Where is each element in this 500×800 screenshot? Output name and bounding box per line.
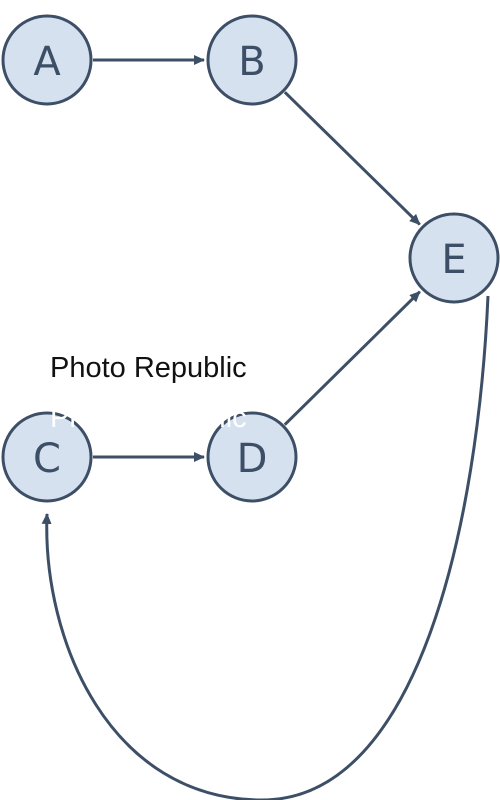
node-label: A (33, 39, 61, 85)
node-circle (206, 411, 298, 503)
node-c: C (1, 411, 93, 503)
node-label: D (237, 436, 268, 482)
watermark-text-light: Photo Republic (50, 402, 247, 434)
watermark-text: Photo Republic (50, 352, 247, 384)
node-circle (1, 14, 93, 106)
node-circle (408, 212, 500, 304)
node-b: B (206, 14, 298, 106)
edge-e-to-c (41, 295, 490, 800)
node-a: A (1, 14, 93, 106)
node-d: D (206, 411, 298, 503)
edges-layer (41, 55, 490, 800)
node-label: C (33, 436, 61, 482)
node-e: E (408, 212, 500, 304)
edge-d-to-e (283, 290, 421, 426)
edge-b-to-e (283, 91, 421, 226)
node-label: B (238, 39, 265, 85)
nodes-layer: A B C D E (1, 14, 500, 503)
node-circle (1, 411, 93, 503)
node-label: E (441, 237, 466, 283)
node-circle (206, 14, 298, 106)
